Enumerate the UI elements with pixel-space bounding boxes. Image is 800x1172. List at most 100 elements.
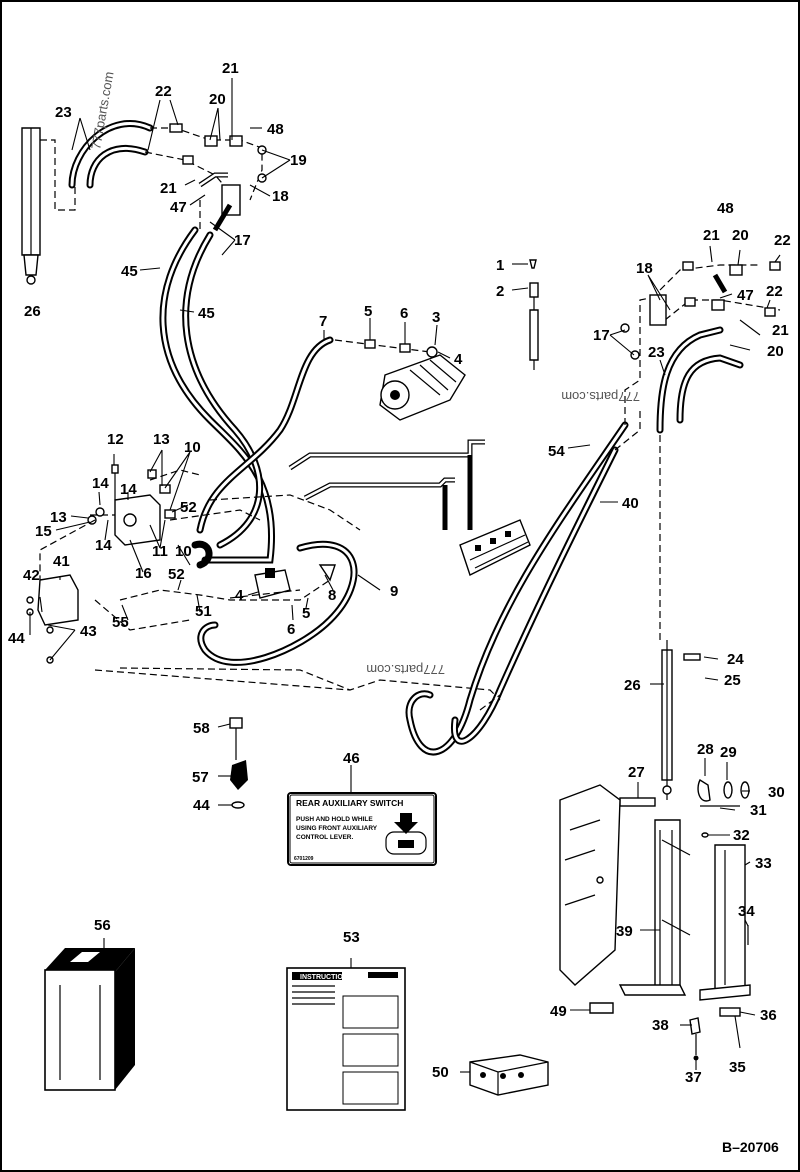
top-left-hoses-23: [68, 120, 154, 189]
watermark-2: 777parts.com: [561, 389, 640, 404]
callout-39: 39: [616, 923, 633, 940]
callout-24: 24: [727, 651, 744, 668]
callout-52: 52: [168, 566, 185, 583]
callout-31: 31: [750, 802, 767, 819]
callout-14: 14: [120, 481, 137, 498]
fitting-10-hose-end: [191, 540, 213, 569]
callout-47: 47: [737, 287, 754, 304]
bracket-33: [699, 844, 751, 1017]
callout-17: 17: [234, 232, 251, 249]
callout-10: 10: [175, 543, 192, 560]
callout-14: 14: [92, 475, 109, 492]
steel-tubes: [288, 439, 485, 530]
callout-22: 22: [774, 232, 791, 249]
down-arrow-icon: [394, 813, 418, 834]
control-valve-bank: [459, 519, 531, 576]
callout-18: 18: [272, 188, 289, 205]
callout-20: 20: [732, 227, 749, 244]
decal-code: 6701209: [294, 856, 314, 862]
callout-52: 52: [180, 499, 197, 516]
callout-53: 53: [343, 929, 360, 946]
callout-28: 28: [697, 741, 714, 758]
callout-13: 13: [153, 431, 170, 448]
callout-1: 1: [496, 257, 504, 274]
hoses-23-right: [656, 326, 744, 434]
callout-29: 29: [720, 744, 737, 761]
right-fittings: [620, 261, 781, 360]
callout-21: 21: [160, 180, 177, 197]
callout-44: 44: [193, 797, 210, 814]
callout-21: 21: [772, 322, 789, 339]
watermark-1: 777parts.com: [88, 70, 116, 150]
pin-27-28-29-30: [619, 778, 750, 807]
callout-3: 3: [432, 309, 440, 326]
callout-47: 47: [170, 199, 187, 216]
callout-11: 11: [152, 543, 168, 560]
decal-title: REAR AUXILIARY SWITCH: [296, 798, 403, 808]
switch-box-50: [469, 1054, 549, 1096]
callout-43: 43: [80, 623, 97, 640]
callout-58: 58: [193, 720, 210, 737]
callout-4: 4: [235, 587, 244, 604]
callout-15: 15: [35, 523, 52, 540]
pad-49: [589, 1002, 614, 1014]
callout-48: 48: [717, 200, 734, 217]
callout-57: 57: [192, 769, 209, 786]
callout-9: 9: [390, 583, 398, 600]
bracket-41: [26, 574, 79, 664]
callout-17: 17: [593, 327, 610, 344]
callout-22: 22: [766, 283, 783, 300]
callout-21: 21: [703, 227, 720, 244]
hydraulic-motor: [379, 354, 466, 421]
instruction-sheet-53: INSTRUCTIONS: [286, 967, 406, 1111]
callout-48: 48: [267, 121, 284, 138]
callout-36: 36: [760, 1007, 777, 1024]
callout-50: 50: [432, 1064, 449, 1081]
right-cylinder-26: [661, 640, 701, 800]
callout-21: 21: [222, 60, 239, 77]
drawing-id: B–20706: [722, 1139, 779, 1155]
callout-19: 19: [290, 152, 307, 169]
callout-5: 5: [364, 303, 372, 320]
callout-14: 14: [95, 537, 112, 554]
callout-7: 7: [319, 313, 327, 330]
callout-32: 32: [733, 827, 750, 844]
callout-18: 18: [636, 260, 653, 277]
instructions-heading: INSTRUCTIONS: [300, 974, 353, 981]
switch-4: [229, 568, 301, 599]
callout-40: 40: [622, 495, 639, 512]
callout-56: 56: [94, 917, 111, 934]
callout-27: 27: [628, 764, 645, 781]
manual-box-56: [44, 948, 135, 1091]
callout-26: 26: [624, 677, 641, 694]
callout-26: 26: [24, 303, 41, 320]
callout-2: 2: [496, 283, 504, 300]
callout-22: 22: [155, 83, 172, 100]
hose-7: [196, 336, 438, 534]
callout-20: 20: [209, 91, 226, 108]
decal-line-2: USING FRONT AUXILIARY: [296, 825, 378, 832]
callout-42: 42: [23, 567, 40, 584]
decal-rear-auxiliary-switch: REAR AUXILIARY SWITCH PUSH AND HOLD WHIL…: [287, 792, 437, 866]
callout-12: 12: [107, 431, 124, 448]
small-parts-31-32-37-38: [689, 832, 709, 1061]
hoses-40-54: [405, 421, 629, 756]
valve-block-16: [87, 464, 201, 546]
callout-20: 20: [767, 343, 784, 360]
callout-54: 54: [548, 443, 565, 460]
side-panel: [559, 784, 621, 986]
callout-4: 4: [454, 351, 463, 368]
callout-10: 10: [184, 439, 201, 456]
top-left-cylinder: [21, 127, 76, 285]
callout-37: 37: [685, 1069, 702, 1086]
callout-44: 44: [8, 630, 25, 647]
callout-34: 34: [738, 903, 755, 920]
callout-23: 23: [55, 104, 72, 121]
callout-45: 45: [198, 305, 215, 322]
watermark-3: 777parts.com: [366, 662, 445, 677]
callout-41: 41: [53, 553, 70, 570]
callout-8: 8: [328, 587, 336, 604]
decal-line-3: CONTROL LEVER.: [296, 834, 353, 841]
